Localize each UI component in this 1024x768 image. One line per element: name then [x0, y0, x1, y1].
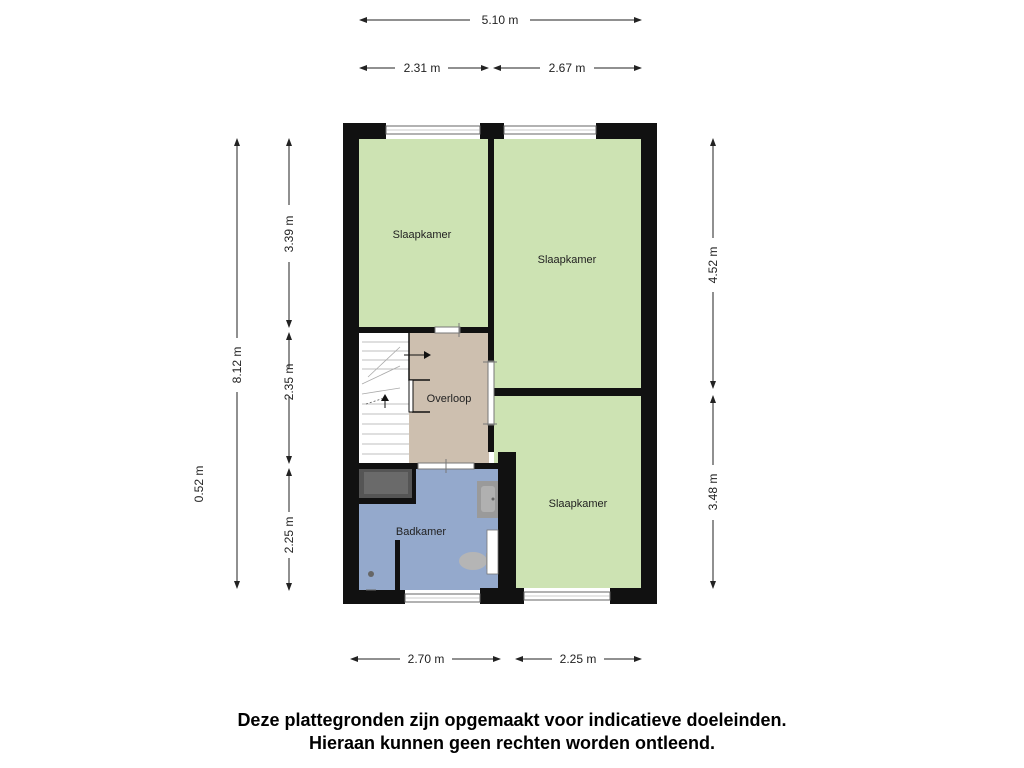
dimension-lines — [234, 17, 716, 662]
bath-cabinet — [486, 529, 499, 575]
dim-right-upper: 4.52 m — [706, 247, 720, 284]
room-label-landing: Overloop — [427, 393, 472, 405]
room-label-bedroom-1: Slaapkamer — [393, 229, 452, 241]
storage-cupboard-inner — [364, 472, 408, 494]
dim-left-upper: 3.39 m — [282, 216, 296, 253]
dim-left-middle: 2.35 m — [282, 364, 296, 401]
doors — [417, 323, 497, 473]
dim-right-lower: 3.48 m — [706, 474, 720, 511]
dim-left-lower: 2.25 m — [282, 517, 296, 554]
stair-direction-arrows — [365, 351, 431, 408]
dim-top-left: 2.31 m — [404, 61, 441, 75]
disclaimer-line-2: Hieraan kunnen geen rechten worden ontle… — [308, 733, 716, 753]
dim-top-right: 2.67 m — [549, 61, 586, 75]
staircase — [361, 333, 430, 455]
dim-top-total: 5.10 m — [482, 13, 519, 27]
dim-bottom-right: 2.25 m — [560, 652, 597, 666]
bedroom-1-floor — [359, 139, 488, 329]
walls — [343, 123, 657, 604]
room-label-bathroom: Badkamer — [396, 526, 446, 538]
disclaimer-line-1: Deze plattegronden zijn opgemaakt voor i… — [237, 710, 787, 730]
room-label-bedroom-3: Slaapkamer — [549, 498, 608, 510]
dim-left-total: 8.12 m — [230, 347, 244, 384]
sink-icon — [477, 481, 498, 518]
room-label-bedroom-2: Slaapkamer — [538, 254, 597, 266]
dim-far-left: 0.52 m — [192, 466, 206, 503]
dim-bottom-left: 2.70 m — [408, 652, 445, 666]
shower-drain-icon — [366, 571, 376, 591]
bedroom-3-floor-extension — [516, 452, 641, 588]
bedroom-2-floor — [494, 139, 641, 390]
